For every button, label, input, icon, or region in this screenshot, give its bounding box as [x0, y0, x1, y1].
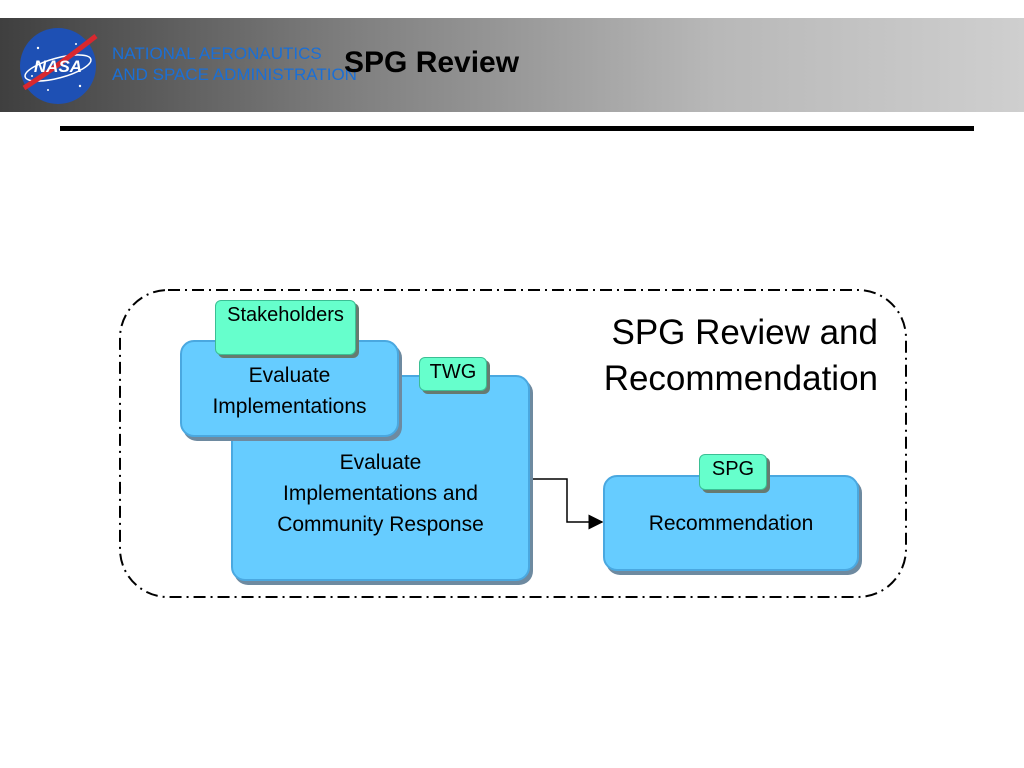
node-label-line: Community Response	[277, 513, 484, 536]
agency-name: NATIONAL AERONAUTICS AND SPACE ADMINISTR…	[112, 43, 357, 85]
node-evaluate-implementations: Evaluate Implementations	[180, 340, 399, 437]
boundary-label: SPG Review and Recommendation	[603, 313, 878, 398]
node-label-line: Implementations and	[283, 482, 478, 505]
slide-title: SPG Review	[344, 46, 520, 79]
title-underline	[60, 126, 974, 131]
tag-stakeholders: Stakehold­ers	[215, 300, 356, 355]
edge-community-to-recommendation	[533, 478, 604, 530]
review-boundary	[119, 289, 907, 598]
agency-line-2: AND SPACE ADMINISTRATION	[112, 65, 357, 84]
tag-spg: SPG	[699, 454, 767, 490]
header-bar	[0, 18, 1024, 112]
svg-text:NASA: NASA	[34, 57, 82, 76]
node-label-line: Implementations	[212, 395, 367, 418]
tag-twg: TWG	[419, 357, 487, 391]
agency-line-1: NATIONAL AERONAUTICS	[112, 44, 322, 63]
node-label-line: Evaluate	[339, 451, 422, 474]
node-label: Recommendation	[648, 512, 814, 535]
nasa-logo: NASA	[20, 28, 98, 104]
node-label-line: Evaluate	[248, 364, 331, 387]
node-recommendation: Recommendation	[603, 475, 859, 571]
